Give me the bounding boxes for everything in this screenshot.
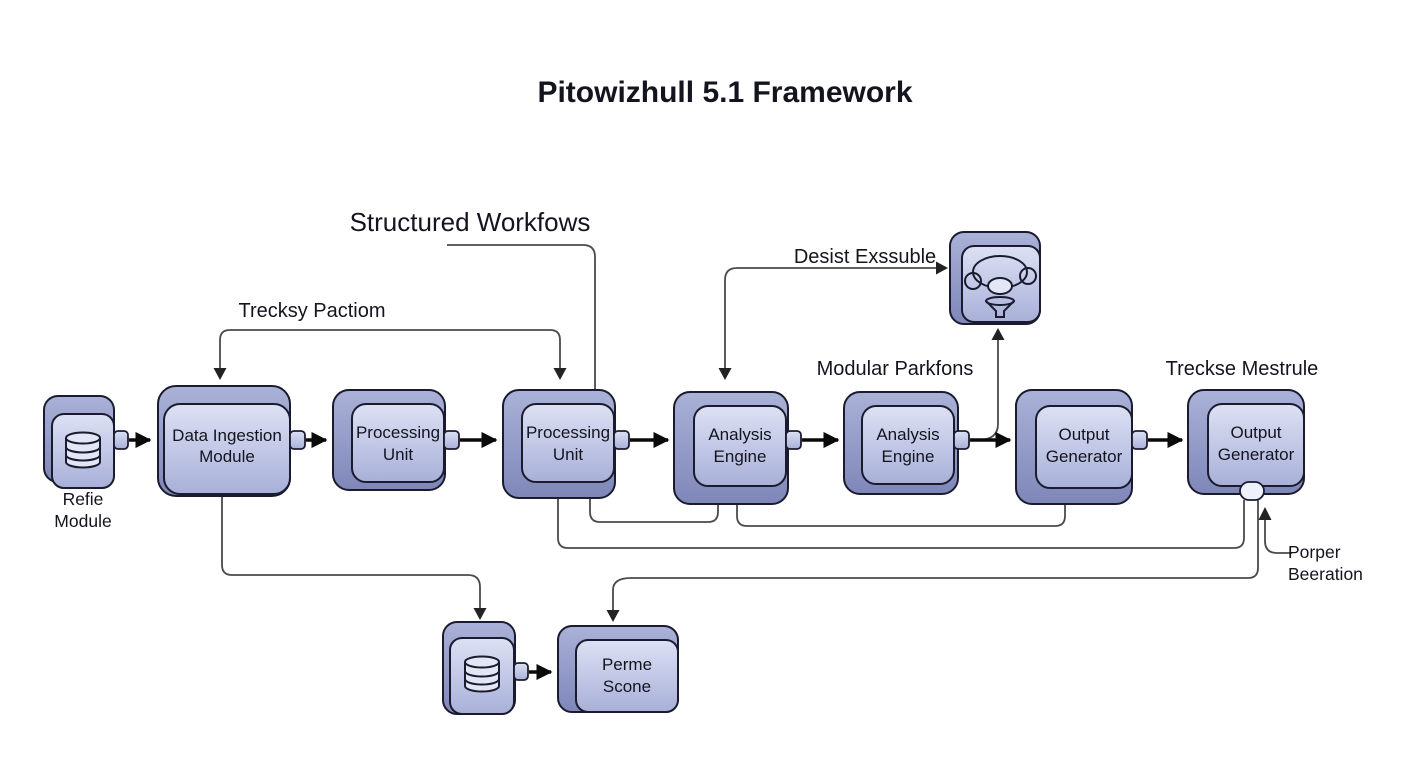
node-label-line1: Processing [356,423,440,442]
arrowhead-right-export-icon [936,261,948,275]
node-front-face [163,403,291,495]
node-label-line1: Output [1058,425,1109,444]
connector-nub [113,430,129,450]
node-label-line1: Data Ingestion [172,426,282,445]
label-desist-exssuble: Desist Exssuble [794,246,936,268]
connector-nub [953,430,970,450]
connector-nub [1131,430,1148,450]
node-front-face [861,405,955,485]
connector-analysis1-output1 [736,502,1066,527]
cloud-left-bump [964,272,982,290]
funnel-body [985,300,1015,318]
node-front-face [351,403,445,483]
node-storage-database [442,621,529,715]
connector-porper-beeration [1264,520,1292,554]
node-label-line2: Unit [383,445,414,464]
connector-output2-perme [612,500,1259,610]
node-perme-scone: Perme Scone [557,625,679,713]
node-processing-unit-2: Processing Unit [502,389,630,499]
node-output-generator-1: Output Generator [1015,389,1148,505]
arrowhead-down-storage-icon [473,608,487,620]
label-trecksy-pactiom: Trecksy Pactiom [238,300,385,322]
flow-arrows [129,431,1184,681]
arrowhead-up-output2-icon [1258,507,1272,520]
node-label-line2: Module [199,447,255,466]
node-label-line1: Processing [526,423,610,442]
database-icon [464,655,500,693]
node-label-line1: Analysis [876,425,939,444]
connector-nub [785,430,802,450]
connector-desist-exssuble [724,267,944,368]
connectors [213,244,1292,622]
node-label-line2: Engine [882,447,935,466]
connector-nub [289,430,306,450]
database-ring [464,678,500,686]
node-label-line2: Generator [1218,445,1295,464]
connector-processing2-output2 [557,497,1245,549]
node-source-database: Refie Module [43,395,129,531]
node-analysis-engine-2: Analysis Engine [843,391,970,495]
node-data-ingestion: Data Ingestion Module [157,385,306,497]
connector-nub [613,430,630,450]
connector-processing2-analysis1 [589,497,719,523]
database-ring [65,446,101,454]
label-structured-workflows: Structured Workfows [350,207,591,237]
connector-ingestion-storage [221,496,481,608]
cloud-center [987,277,1013,295]
node-analysis-engine-1: Analysis Engine [673,391,802,505]
database-top [65,431,101,445]
arrowhead-down-ingestion-icon [213,368,227,380]
connector-nub [513,662,529,681]
label-refie-module-line2: Module [54,511,111,531]
node-label-line2: Unit [553,445,584,464]
node-front-face [575,639,679,713]
connector-analysis2-to-export [977,340,999,441]
database-ring [65,454,101,462]
node-label-line2: Scone [603,677,651,696]
cloud-right-bump [1019,267,1037,285]
connector-structured-workflows [447,244,596,400]
label-refie-module-line1: Refie [63,489,104,509]
node-label-line2: Generator [1046,447,1123,466]
label-modular-parkfons: Modular Parkfons [817,358,974,380]
node-label-line1: Analysis [708,425,771,444]
diagram-title: Pitowizhull 5.1 Framework [537,76,912,109]
database-ring [464,670,500,678]
node-export-unit [949,231,1041,325]
node-label-line1: Perme [602,655,652,674]
node-front-face [521,403,615,483]
arrowhead-down-perme-icon [606,610,620,622]
arrowhead-down-analysis1-icon [718,368,732,380]
connector-nub [443,430,460,450]
connector-nub-bottom [1239,481,1265,501]
database-top [464,655,500,669]
label-porper-beeration-line2: Beeration [1288,564,1363,584]
arrowhead-down-processing2-icon [553,368,567,380]
node-label-line2: Engine [714,447,767,466]
cloud-funnel-icon [964,255,1037,318]
node-front-face [693,405,787,487]
database-icon [65,431,101,469]
node-processing-unit-1: Processing Unit [332,389,460,491]
arrowhead-up-export-icon [991,328,1005,340]
node-output-generator-2: Output Generator [1187,389,1305,501]
label-porper-beeration-line1: Porper [1288,542,1341,562]
label-treckse-mestrule: Treckse Mestrule [1166,358,1319,380]
connector-trecksy-pactiom [219,329,561,368]
node-label-line1: Output [1230,423,1281,442]
